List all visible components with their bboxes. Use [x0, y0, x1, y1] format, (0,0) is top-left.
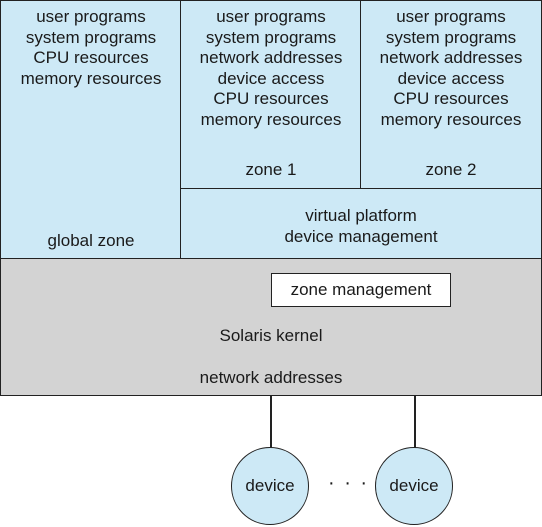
- resource-device-access: device access: [397, 68, 505, 88]
- global-zone-resources: user programs system programs CPU resour…: [0, 7, 182, 89]
- global-zone-label: global zone: [47, 231, 135, 250]
- zone-1-box: [180, 0, 362, 190]
- device-2-node: device: [375, 447, 453, 525]
- device-1-label: device: [245, 476, 295, 495]
- resource-cpu: CPU resources: [33, 48, 149, 68]
- kernel-network-addresses: network addresses: [199, 368, 343, 387]
- device-ellipsis: · · ·: [328, 472, 370, 494]
- device-1-connector: [270, 396, 272, 449]
- resource-device-access: device access: [217, 68, 325, 88]
- device-2-label: device: [389, 476, 439, 495]
- resource-memory: memory resources: [200, 109, 342, 129]
- resource-network-addresses: network addresses: [379, 48, 523, 68]
- zone-1-label: zone 1: [245, 160, 297, 179]
- resource-cpu: CPU resources: [213, 89, 329, 109]
- resource-cpu: CPU resources: [393, 89, 509, 109]
- resource-system-programs: system programs: [25, 27, 157, 47]
- device-2-connector: [414, 396, 416, 449]
- resource-system-programs: system programs: [205, 27, 337, 47]
- device-1-node: device: [231, 447, 309, 525]
- resource-memory: memory resources: [20, 68, 162, 88]
- resource-user-programs: user programs: [36, 7, 146, 26]
- resource-network-addresses: network addresses: [199, 48, 343, 68]
- zone-2-resources: user programs system programs network ad…: [360, 7, 542, 131]
- resource-system-programs: system programs: [385, 27, 517, 47]
- virtual-platform-text: virtual platform device management: [180, 205, 542, 247]
- resource-user-programs: user programs: [216, 7, 326, 26]
- zone-1-resources: user programs system programs network ad…: [180, 7, 362, 131]
- zone-management-box: zone management: [271, 273, 451, 307]
- global-zone-box: [0, 0, 182, 260]
- virtual-platform-box: [180, 188, 542, 260]
- zone-2-label: zone 2: [425, 160, 477, 179]
- solaris-kernel-label: Solaris kernel: [219, 326, 323, 345]
- resource-memory: memory resources: [380, 109, 522, 129]
- device-management-label: device management: [284, 227, 438, 246]
- resource-user-programs: user programs: [396, 7, 506, 26]
- virtual-platform-label: virtual platform: [305, 206, 417, 225]
